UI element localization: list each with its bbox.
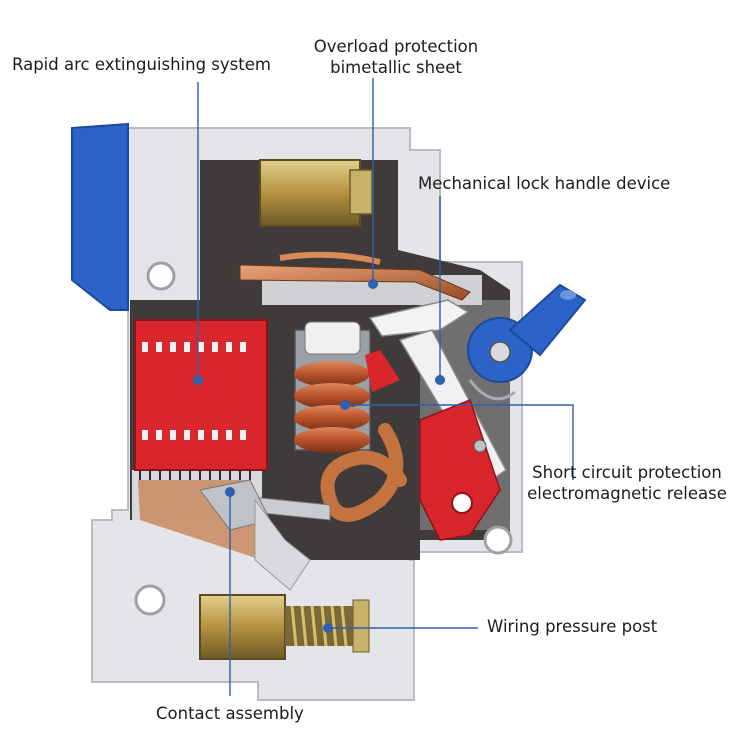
label-contact: Contact assembly bbox=[156, 704, 304, 723]
braided-wire bbox=[320, 423, 407, 522]
label-wiring-post: Wiring pressure post bbox=[487, 617, 658, 636]
electromagnetic-coil bbox=[294, 321, 371, 453]
marker-dots bbox=[193, 279, 445, 633]
label-mech-lock: Mechanical lock handle device bbox=[418, 174, 671, 193]
contact-parts bbox=[199, 479, 331, 591]
label-short-circuit: Short circuit protection electromagnetic… bbox=[516, 462, 738, 504]
bottom-terminal bbox=[199, 594, 370, 660]
label-overload-line1: Overload protection bbox=[313, 37, 479, 56]
leader-lines bbox=[197, 78, 574, 696]
label-overload: Overload protection bimetallic sheet bbox=[296, 36, 496, 78]
handle-device bbox=[467, 283, 587, 401]
bimetallic-sheet bbox=[239, 251, 471, 301]
blue-end-cap bbox=[71, 122, 129, 311]
label-rapid-arc: Rapid arc extinguishing system bbox=[12, 55, 271, 74]
label-overload-line2: bimetallic sheet bbox=[330, 58, 462, 77]
label-short-circuit-line1: Short circuit protection bbox=[532, 463, 722, 482]
trip-mechanism bbox=[365, 299, 507, 541]
arc-chamber bbox=[134, 319, 268, 560]
top-terminal bbox=[259, 159, 373, 227]
label-short-circuit-line2: electromagnetic release bbox=[527, 484, 727, 503]
